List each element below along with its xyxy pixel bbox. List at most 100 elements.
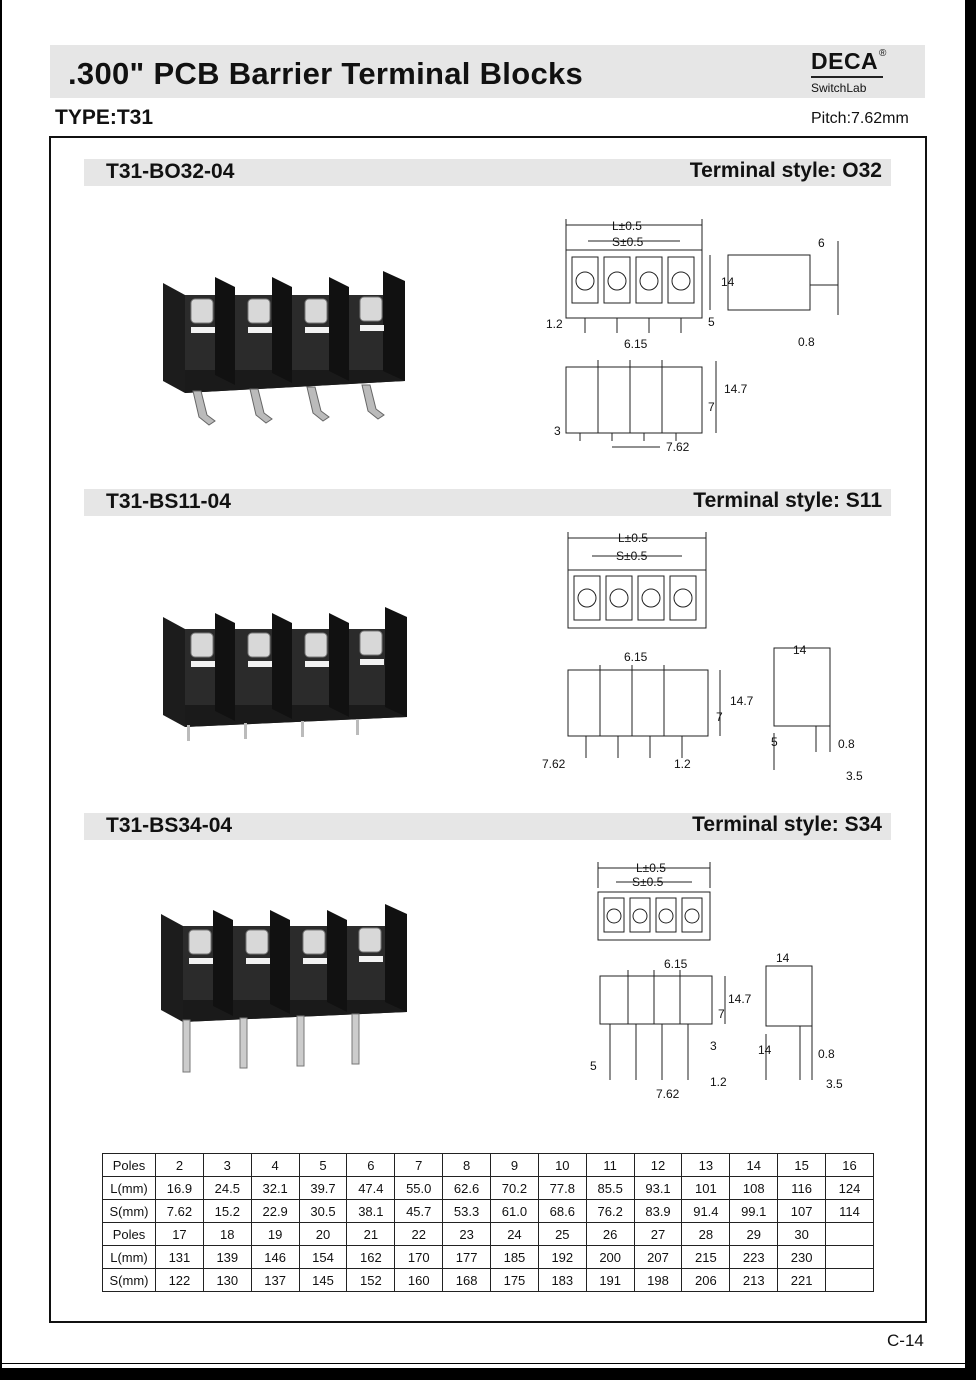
dim-11-s34: 3.5: [826, 1077, 843, 1091]
table-cell: 23: [442, 1222, 492, 1246]
table-cell: 21: [346, 1222, 396, 1246]
table-cell: 83.9: [633, 1199, 683, 1223]
table-cell: 4: [250, 1153, 300, 1177]
dim-6-s11: 14: [793, 643, 807, 657]
table-cell: 8: [442, 1153, 492, 1177]
table-cell: 152: [346, 1268, 396, 1292]
table-cell: 76.2: [585, 1199, 635, 1223]
table-cell: 68.6: [537, 1199, 587, 1223]
section-band-s11: [84, 489, 891, 516]
table-cell: 130: [202, 1268, 252, 1292]
table-cell: 221: [777, 1268, 827, 1292]
type-label: TYPE:T31: [55, 106, 154, 129]
table-cell: 29: [729, 1222, 779, 1246]
table-cell: 6: [346, 1153, 396, 1177]
table-cell: 39.7: [298, 1176, 348, 1200]
dim-3-s34: 7: [718, 1007, 725, 1021]
dim-7-s34: 1.2: [710, 1075, 727, 1089]
table-cell: 160: [394, 1268, 444, 1292]
table-cell: 93.1: [633, 1176, 683, 1200]
dim-8-o32: 7: [708, 400, 715, 414]
product-photo-s34: [161, 904, 407, 1073]
table-row-label: L(mm): [102, 1245, 156, 1269]
dim-l-s11: L±0.5: [618, 531, 648, 545]
table-cell: 168: [442, 1268, 492, 1292]
table-cell: 24: [490, 1222, 539, 1246]
dimension-drawing-o32: L±0.5 S±0.5 1.2 5 6 14 0.8 6.15 14.7 7 3…: [546, 219, 839, 454]
dimension-drawing-s34: L±0.5 S±0.5 6.15 14.7 7 3 5 7.62 1.2 14 …: [590, 861, 843, 1101]
page-title: .300" PCB Barrier Terminal Blocks: [68, 56, 584, 91]
dim-10-o32: 7.62: [666, 440, 690, 454]
dim-l-s34: L±0.5: [636, 861, 666, 875]
table-cell: 25: [537, 1222, 587, 1246]
table-cell: [825, 1222, 874, 1246]
table-cell: 183: [537, 1268, 587, 1292]
table-cell: [825, 1245, 874, 1269]
section-code-s11: T31-BS11-04: [106, 490, 231, 513]
dim-s-s34: S±0.5: [632, 875, 664, 889]
dim-6-o32: 6.15: [624, 337, 648, 351]
table-cell: 13: [681, 1153, 731, 1177]
brand-logo: DECA: [811, 48, 879, 74]
table-cell: 20: [298, 1222, 348, 1246]
table-cell: 7: [394, 1153, 444, 1177]
section-style-o32: Terminal style: O32: [689, 159, 882, 182]
table-cell: 146: [250, 1245, 300, 1269]
table-cell: 26: [585, 1222, 635, 1246]
page-bottom-rule: [0, 1363, 965, 1364]
table-cell: 230: [777, 1245, 827, 1269]
page-border-bottom: [0, 1368, 976, 1380]
section-band-s34: [84, 813, 891, 840]
dim-7-o32: 14.7: [724, 382, 748, 396]
table-cell: 16: [825, 1153, 874, 1177]
dim-9-o32: 3: [554, 424, 561, 438]
table-cell: 206: [681, 1268, 731, 1292]
table-cell: 116: [777, 1176, 827, 1200]
registered-mark: ®: [879, 48, 887, 59]
table-cell: 14: [729, 1153, 779, 1177]
table-cell: 62.6: [442, 1176, 492, 1200]
table-cell: 12: [633, 1153, 683, 1177]
dim-l-o32: L±0.5: [612, 219, 642, 233]
table-cell: 16.9: [155, 1176, 204, 1200]
dim-2-o32: 5: [708, 315, 715, 329]
dim-9-s34: 14: [758, 1043, 772, 1057]
content-frame: [49, 136, 927, 1323]
table-cell: 223: [729, 1245, 779, 1269]
table-cell: 101: [681, 1176, 731, 1200]
dim-4-s11: 7.62: [542, 757, 566, 771]
table-cell: 30.5: [298, 1199, 348, 1223]
brand-underline: [811, 76, 883, 78]
dim-5-o32: 0.8: [798, 335, 815, 349]
dimension-drawing-s11: L±0.5 S±0.5 6.15 14.7 7 7.62 1.2 14 5 0.…: [542, 531, 863, 783]
table-cell: 139: [202, 1245, 252, 1269]
table-cell: 175: [490, 1268, 539, 1292]
table-cell: 28: [681, 1222, 731, 1246]
table-cell: 137: [250, 1268, 300, 1292]
table-cell: 213: [729, 1268, 779, 1292]
dim-3-s11: 7: [716, 710, 723, 724]
dim-8-s34: 14: [776, 951, 790, 965]
dim-5-s11: 1.2: [674, 757, 691, 771]
table-cell: 70.2: [490, 1176, 539, 1200]
table-cell: 9: [490, 1153, 539, 1177]
title-band: [50, 45, 925, 98]
table-cell: [825, 1268, 874, 1292]
table-cell: 185: [490, 1245, 539, 1269]
dim-8-s11: 0.8: [838, 737, 855, 751]
table-cell: 47.4: [346, 1176, 396, 1200]
table-cell: 162: [346, 1245, 396, 1269]
dim-5-s34: 5: [590, 1059, 597, 1073]
table-cell: 2: [155, 1153, 204, 1177]
section-band-o32: [84, 159, 891, 186]
table-cell: 107: [777, 1199, 827, 1223]
table-cell: 55.0: [394, 1176, 444, 1200]
table-cell: 15: [777, 1153, 827, 1177]
section-style-s34: Terminal style: S34: [692, 813, 882, 836]
table-cell: 122: [155, 1268, 204, 1292]
dim-s-o32: S±0.5: [612, 235, 644, 249]
